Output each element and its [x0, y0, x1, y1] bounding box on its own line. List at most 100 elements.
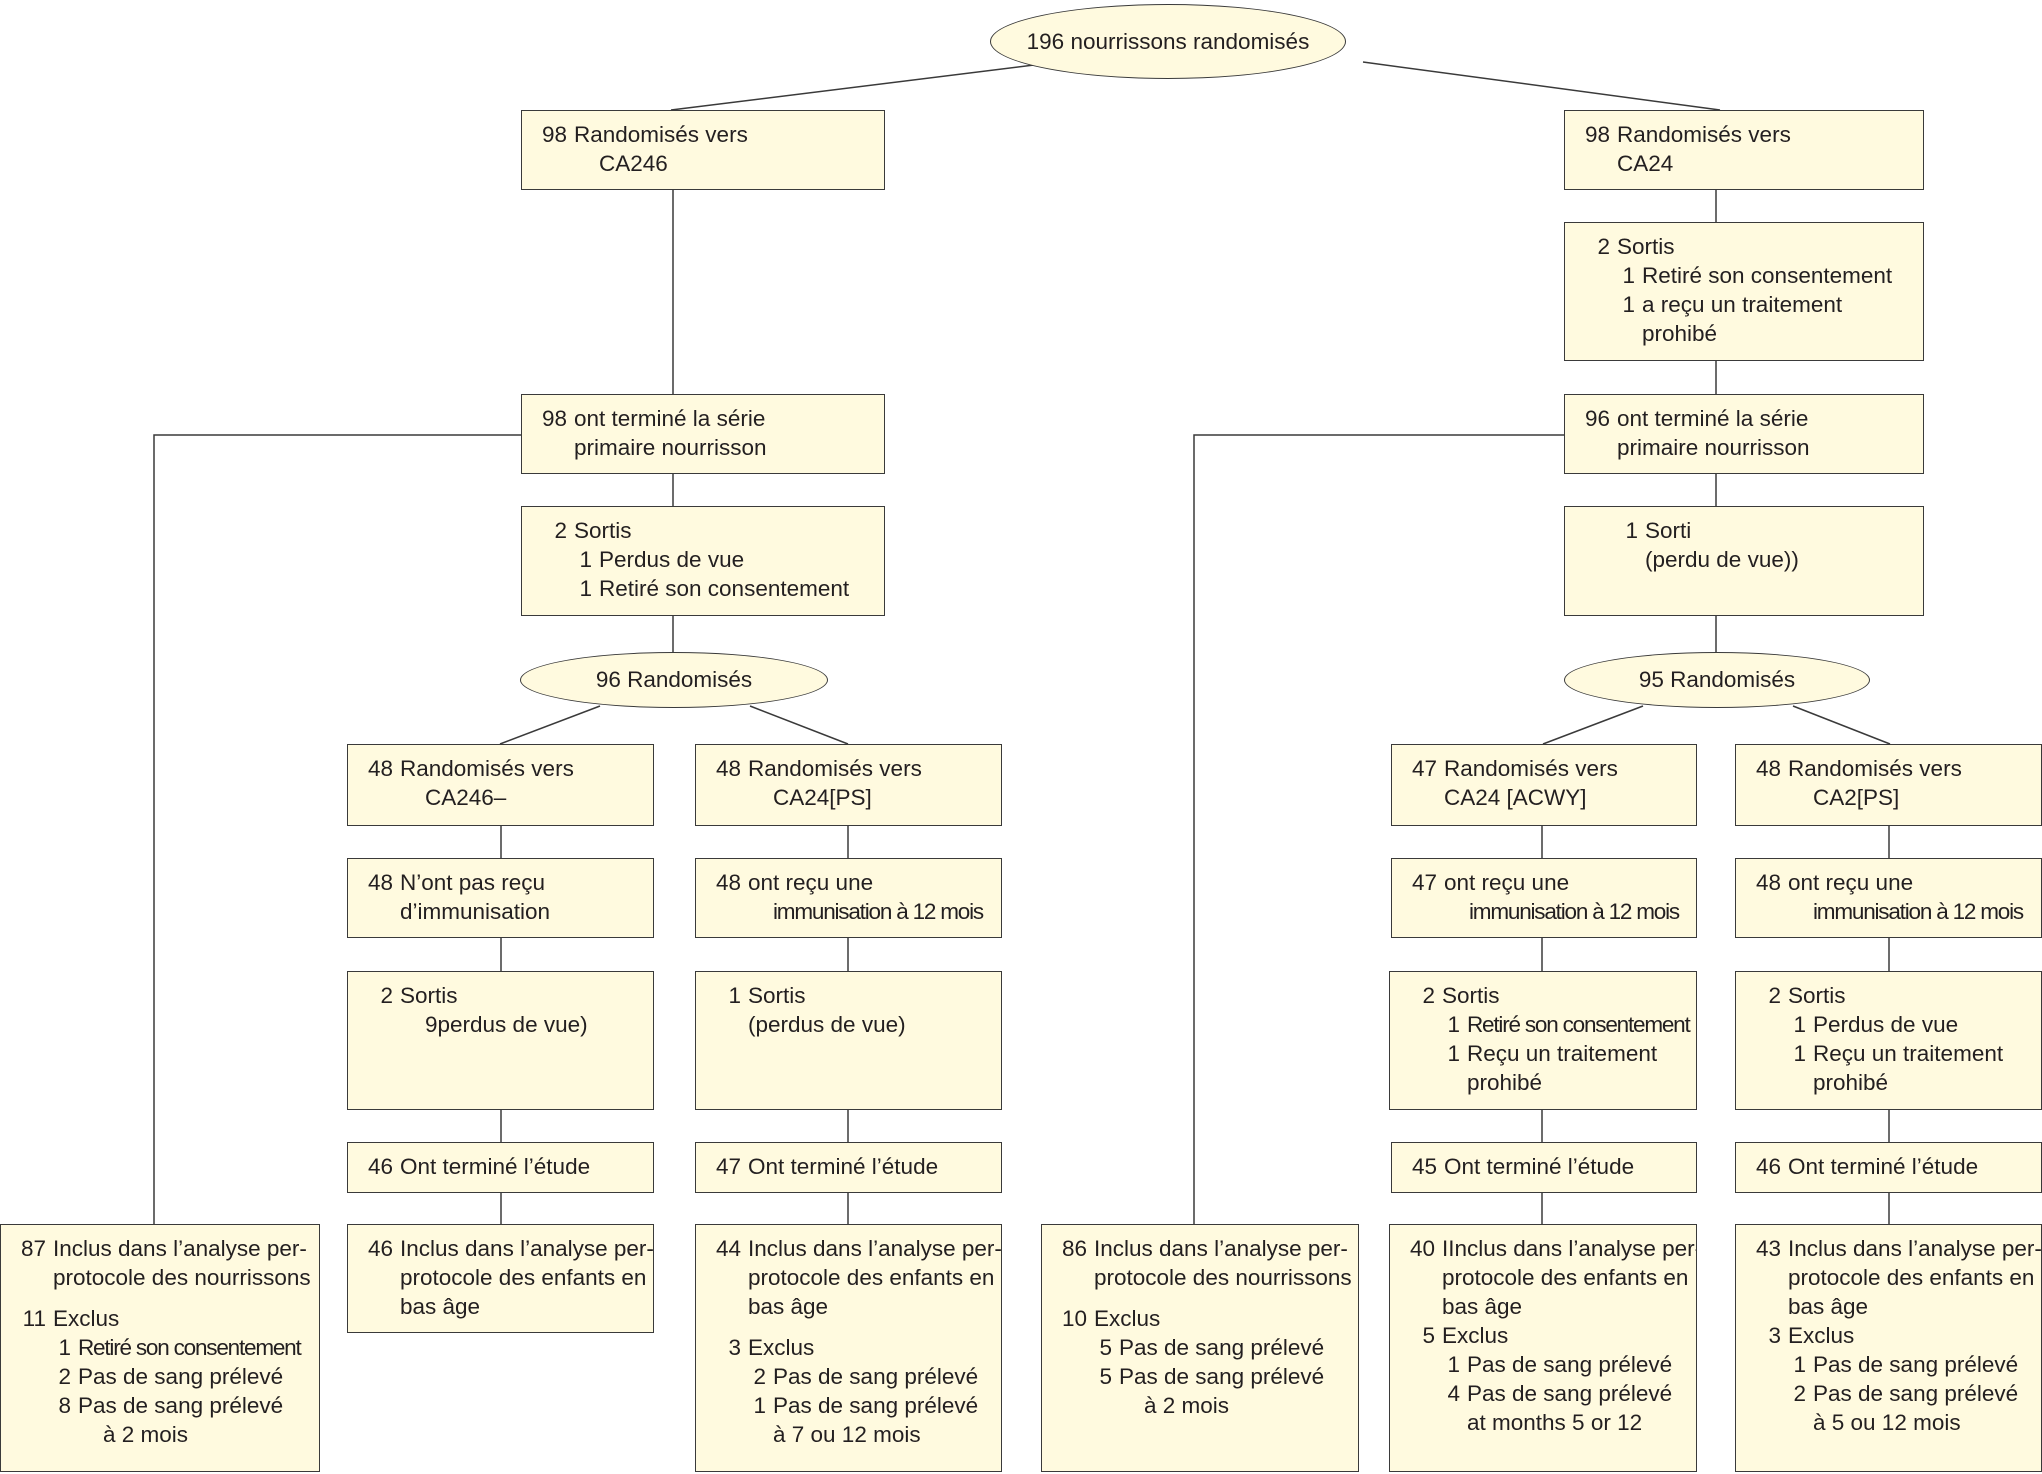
count: 1	[1622, 263, 1635, 288]
count: 87	[20, 1236, 46, 1261]
reason: Perdus de vue	[599, 547, 745, 572]
label-line: bas âge	[748, 1294, 829, 1319]
label-line: bas âge	[1442, 1294, 1523, 1319]
label-line: bas âge	[400, 1294, 481, 1319]
reason: prohibé	[1467, 1070, 1543, 1095]
reason: Reçu un traitement	[1813, 1041, 2004, 1066]
reason: à 2 mois	[1144, 1393, 1230, 1418]
root-count: 196	[1026, 28, 1065, 54]
arm-b-completed-box: 47 Ont terminé l’étude	[695, 1142, 1002, 1193]
count: 1	[579, 547, 592, 572]
label-line: Sortis	[748, 983, 806, 1008]
label-line: Inclus dans l’analyse per-	[748, 1236, 1002, 1261]
label-line: Randomisés vers	[748, 756, 922, 781]
count: 4	[1447, 1381, 1460, 1406]
label-line: bas âge	[1788, 1294, 1869, 1319]
count: 2	[554, 518, 567, 543]
label-line: Sorti	[1645, 518, 1692, 543]
reason: à 5 ou 12 mois	[1813, 1410, 1961, 1435]
reason: Pas de sang prélevé	[1119, 1335, 1325, 1360]
label-line: protocole des enfants en	[748, 1265, 995, 1290]
label: Randomisés	[627, 667, 753, 692]
arm-c-completed-box: 45 Ont terminé l’étude	[1391, 1142, 1697, 1193]
count: 98	[541, 122, 567, 147]
excluded-label: Exclus	[1442, 1323, 1509, 1348]
reason: Pas de sang prélevé	[1119, 1364, 1325, 1389]
count: 2	[1597, 234, 1610, 259]
count: 1	[58, 1335, 71, 1360]
count: 86	[1061, 1236, 1087, 1261]
label-line: primaire nourrisson	[1617, 435, 1810, 460]
arm-code: CA246–	[425, 785, 507, 810]
label-line: protocole des enfants en	[1788, 1265, 2035, 1290]
label-line: Ont terminé l’étude	[1444, 1154, 1635, 1179]
count: 3	[1768, 1323, 1781, 1348]
reason: Retiré son consentement	[599, 576, 850, 601]
reason: Pas de sang prélevé	[78, 1393, 284, 1418]
count: 2	[1422, 983, 1435, 1008]
label-line: IInclus dans l’analyse per-	[1442, 1236, 1697, 1261]
count: 44	[715, 1236, 741, 1261]
label-line: N’ont pas reçu	[400, 870, 546, 895]
count: 47	[715, 1154, 741, 1179]
count: 1	[728, 983, 741, 1008]
count: 3	[728, 1335, 741, 1360]
count: 1	[1625, 518, 1638, 543]
arm-code: CA246	[599, 151, 668, 176]
arm-code: CA2[PS]	[1813, 785, 1900, 810]
count: 1	[1793, 1012, 1806, 1037]
count: 48	[367, 756, 393, 781]
reason: (perdus de vue)	[748, 1012, 906, 1037]
root-label: nourrissons randomisés	[1070, 28, 1310, 54]
label-line: ont terminé la série	[574, 406, 766, 431]
count: 1	[1447, 1352, 1460, 1377]
count: 47	[1411, 870, 1437, 895]
excluded-label: Exclus	[1094, 1306, 1161, 1331]
reason: Pas de sang prélevé	[1467, 1352, 1673, 1377]
count: 1	[1793, 1041, 1806, 1066]
count: 10	[1061, 1306, 1087, 1331]
count: 96	[595, 667, 621, 692]
reason: à 2 mois	[103, 1422, 189, 1447]
reason: Perdus de vue	[1813, 1012, 1959, 1037]
count: 8	[58, 1393, 71, 1418]
count: 46	[367, 1154, 393, 1179]
count: 46	[367, 1236, 393, 1261]
count: 2	[1768, 983, 1781, 1008]
count: 5	[1099, 1335, 1112, 1360]
label: Randomisés	[1670, 667, 1796, 692]
reason: at months 5 or 12	[1467, 1410, 1643, 1435]
count: 45	[1411, 1154, 1437, 1179]
reason: Pas de sang prélevé	[1813, 1381, 2019, 1406]
root-randomized-node: 196 nourrissons randomisés	[990, 4, 1346, 79]
count: 1	[1622, 292, 1635, 317]
reason: prohibé	[1813, 1070, 1889, 1095]
reason: Pas de sang prélevé	[78, 1364, 284, 1389]
label-line: immunisation à 12 mois	[1813, 899, 2024, 924]
label-line: ont reçu une	[1444, 870, 1570, 895]
label-line: Inclus dans l’analyse per-	[53, 1236, 307, 1261]
label-line: Randomisés vers	[1788, 756, 1962, 781]
label-line: Sortis	[1617, 234, 1675, 259]
count: 1	[1447, 1041, 1460, 1066]
count: 43	[1755, 1236, 1781, 1261]
label-line: ont reçu une	[748, 870, 874, 895]
count: 2	[380, 983, 393, 1008]
label-line: Ont terminé l’étude	[748, 1154, 939, 1179]
reason: Retiré son consentement	[1467, 1012, 1691, 1037]
count: 2	[1793, 1381, 1806, 1406]
